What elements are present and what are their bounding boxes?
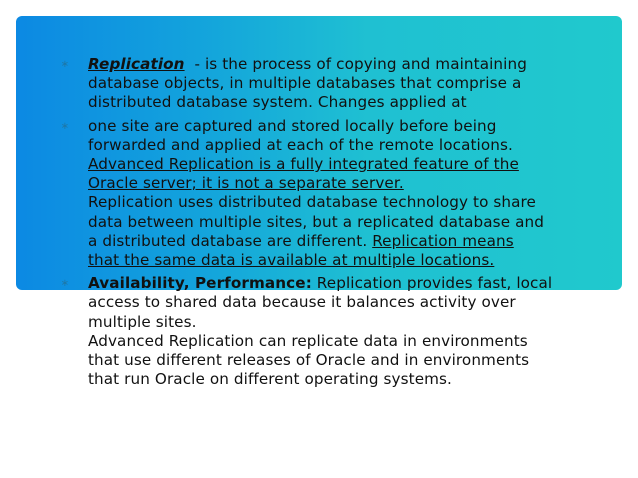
bullet-line: data between multiple sites, but a repli… (88, 212, 544, 231)
plain-segment: a distributed database are different. (88, 231, 373, 250)
bullet-line: a distributed database are different. Re… (88, 232, 598, 251)
term-availability-performance: Availability, Performance: (88, 274, 312, 293)
slide-content: ∗ Replication - is the process of copyin… (58, 55, 598, 389)
bullet-line: Replication - is the process of copying … (88, 55, 598, 74)
bullet-availability-performance: ∗ Availability, Performance: Replication… (58, 274, 598, 389)
bullet-line: distributed database system. Changes app… (88, 93, 467, 112)
bullet-replication: ∗ Replication - is the process of copyin… (58, 55, 598, 113)
underlined-line: that the same data is available at multi… (88, 251, 495, 270)
underlined-segment: Replication means (372, 231, 514, 250)
definition-text: - is the process of copying and maintain… (184, 55, 527, 73)
header-panel (16, 16, 622, 290)
bullet-line: that use different releases of Oracle an… (88, 351, 530, 370)
term-replication: Replication (88, 55, 185, 73)
bullet-line: multiple sites. (88, 312, 197, 331)
definition-text: Replication provides fast, local (311, 274, 553, 293)
bullet-line: Availability, Performance: Replication p… (88, 274, 598, 293)
asterisk-bullet-icon: ∗ (60, 278, 70, 290)
bullet-line: forwarded and applied at each of the rem… (88, 135, 513, 154)
asterisk-bullet-icon: ∗ (60, 59, 70, 70)
underlined-line: Oracle server; it is not a separate serv… (88, 174, 404, 193)
bullet-line: one site are captured and stored locally… (88, 116, 497, 135)
bullet-line: Advanced Replication can replicate data … (88, 331, 528, 350)
bullet-line: database objects, in multiple databases … (88, 74, 522, 93)
bullet-line: Replication uses distributed database te… (88, 193, 536, 212)
asterisk-bullet-icon: ∗ (60, 120, 70, 132)
bullet-line: access to shared data because it balance… (88, 293, 516, 312)
bullet-line: that run Oracle on different operating s… (88, 370, 452, 389)
bullet-replication-details: ∗ one site are captured and stored local… (58, 117, 598, 271)
underlined-line: Advanced Replication is a fully integrat… (88, 155, 519, 174)
